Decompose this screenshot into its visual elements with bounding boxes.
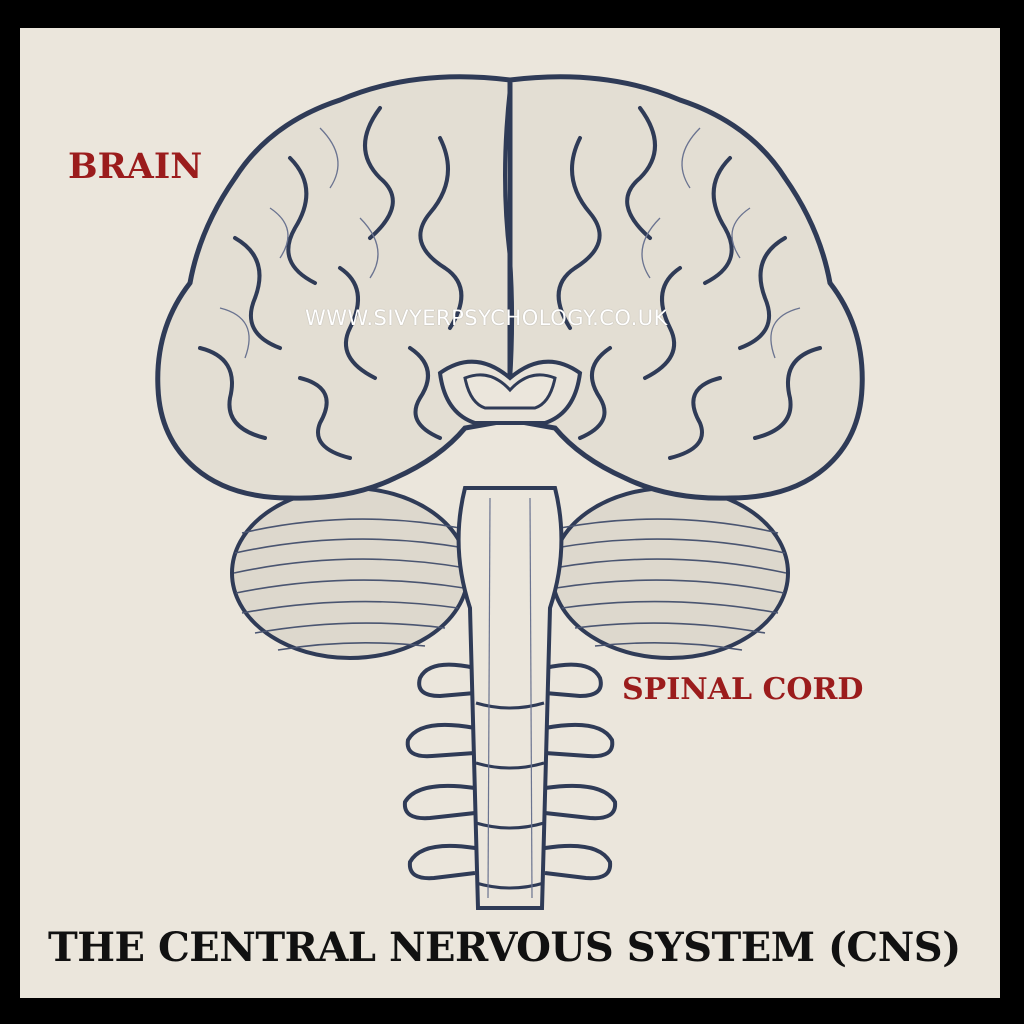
diagram-panel: BRAIN SPINAL CORD WWW.SIVYERPSYCHOLOGY.C… <box>20 28 1000 998</box>
cns-illustration <box>155 74 865 910</box>
spinal-cord-label: SPINAL CORD <box>622 672 864 707</box>
cerebellum <box>230 486 790 660</box>
cerebrum <box>155 74 865 501</box>
spinal-cord <box>402 486 618 910</box>
brain-label: BRAIN <box>68 146 203 187</box>
diagram-title: THE CENTRAL NERVOUS SYSTEM (CNS) <box>48 924 961 971</box>
website-watermark: WWW.SIVYERPSYCHOLOGY.CO.UK <box>305 306 668 330</box>
